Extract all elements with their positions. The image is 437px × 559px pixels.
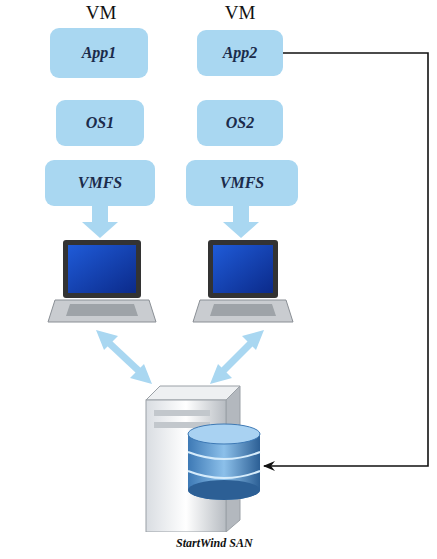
app-box: App2 [197,30,283,76]
box-label: VMFS [78,174,122,192]
vm-heading: VM [86,2,117,24]
box-label: OS1 [86,114,114,132]
server-icon [136,382,276,532]
os-box: OS1 [56,100,144,146]
down-arrow [82,205,259,238]
laptop-icon [193,240,293,322]
box-label: App1 [82,44,117,62]
box-label: OS2 [226,114,254,132]
filesystem-box: VMFS [45,160,155,206]
san-server: StartWind SAN [136,382,276,554]
box-label: VMFS [220,174,264,192]
vm-heading: VM [225,2,256,24]
filesystem-box: VMFS [186,160,298,206]
laptop-icon [48,240,156,322]
server-label: StartWind SAN [176,536,253,551]
os-box: OS2 [197,100,283,146]
connector-arrow [264,53,428,466]
app-box: App1 [50,28,148,78]
double-arrow [96,330,264,384]
box-label: App2 [223,44,258,62]
